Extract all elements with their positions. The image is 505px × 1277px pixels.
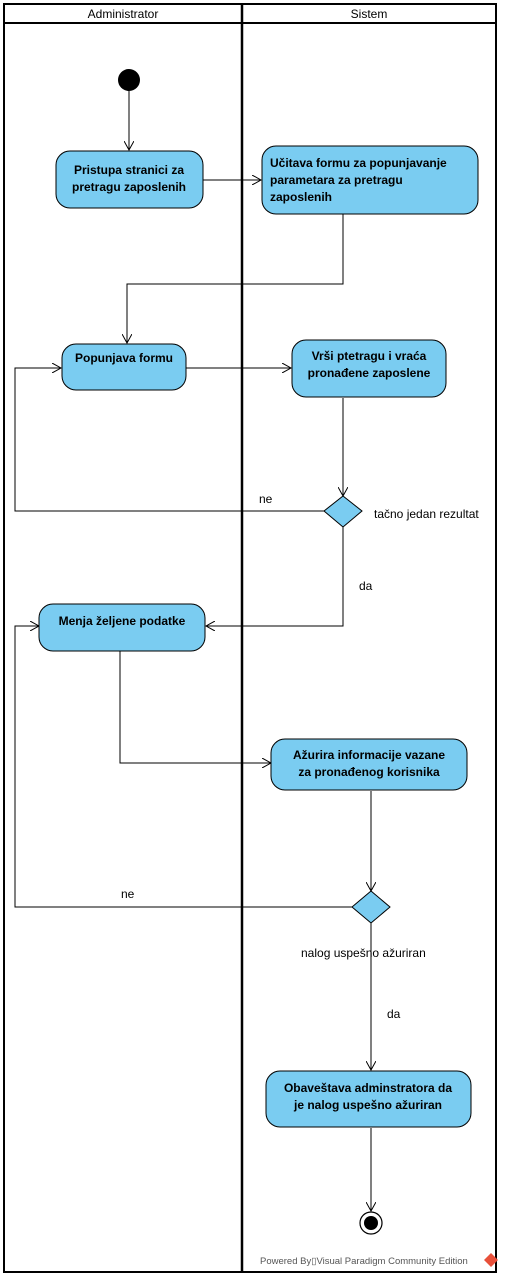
activity-label-line: Ažurira informacije vazane: [293, 748, 445, 762]
guard-label-da-1: da: [359, 579, 373, 593]
control-flows: [14, 91, 371, 1211]
activity-obavestava-administratora: Obaveštava adminstratora da je nalog usp…: [265, 1070, 472, 1128]
activity-label-line: pronađene zaposlene: [308, 366, 431, 380]
activity-azurira-informacije: Ažurira informacije vazane za pronađenog…: [270, 738, 468, 791]
activity-label-line: parametara za pretragu: [270, 173, 403, 187]
visual-paradigm-logo-icon: [484, 1253, 498, 1267]
flow-a2-to-a3: [127, 214, 344, 343]
lane-header-administrator: Administrator: [88, 7, 159, 21]
guard-label-tacno-jedan-rezultat: tačno jedan rezultat: [374, 507, 479, 521]
activity-pristupa-stranici: Pristupa stranici za pretragu zaposlenih: [55, 150, 204, 209]
activity-label-line: Popunjava formu: [75, 351, 173, 365]
activity-label-line: Učitava formu za popunjavanje: [270, 156, 447, 170]
activity-vrsi-pretragu: Vrši ptetragu i vraća pronađene zaposlen…: [291, 339, 447, 398]
activity-label-line: Menja željene podatke: [59, 614, 186, 628]
activity-label-line: je nalog uspešno ažuriran: [293, 1098, 442, 1112]
initial-node: [118, 69, 140, 91]
activity-label-line: Vrši ptetragu i vraća: [312, 349, 427, 363]
flow-decision2-ne: [14, 626, 352, 908]
activity-label-line: zaposlenih: [270, 190, 332, 204]
guard-label-ne-1: ne: [259, 492, 273, 506]
activity-label-line: za pronađenog korisnika: [298, 765, 440, 779]
guard-label-nalog-uspesno-azuriran: nalog uspešno ažuriran: [301, 946, 426, 960]
activity-ucitava-formu: Učitava formu za popunjavanje parametara…: [261, 145, 479, 215]
decision-node-1: [323, 495, 363, 528]
activity-menja-podatke: Menja željene podatke: [38, 603, 206, 652]
guard-label-da-2: da: [387, 1007, 401, 1021]
final-node: [359, 1211, 383, 1235]
activity-label-line: Pristupa stranici za: [74, 163, 184, 177]
activity-label-line: Obaveštava adminstratora da: [284, 1081, 452, 1095]
lane-header-sistem: Sistem: [351, 7, 388, 21]
watermark-text: Powered By▯Visual Paradigm Community Edi…: [260, 1256, 468, 1267]
flow-decision1-da: [206, 527, 344, 626]
flow-a5-to-a6: [119, 651, 271, 763]
activity-label-line: pretragu zaposlenih: [72, 180, 186, 194]
guard-label-ne-2: ne: [121, 887, 135, 901]
decision-node-2: [351, 890, 391, 924]
flow-decision1-ne: [14, 368, 324, 512]
activity-popunjava-formu: Popunjava formu: [61, 343, 187, 391]
